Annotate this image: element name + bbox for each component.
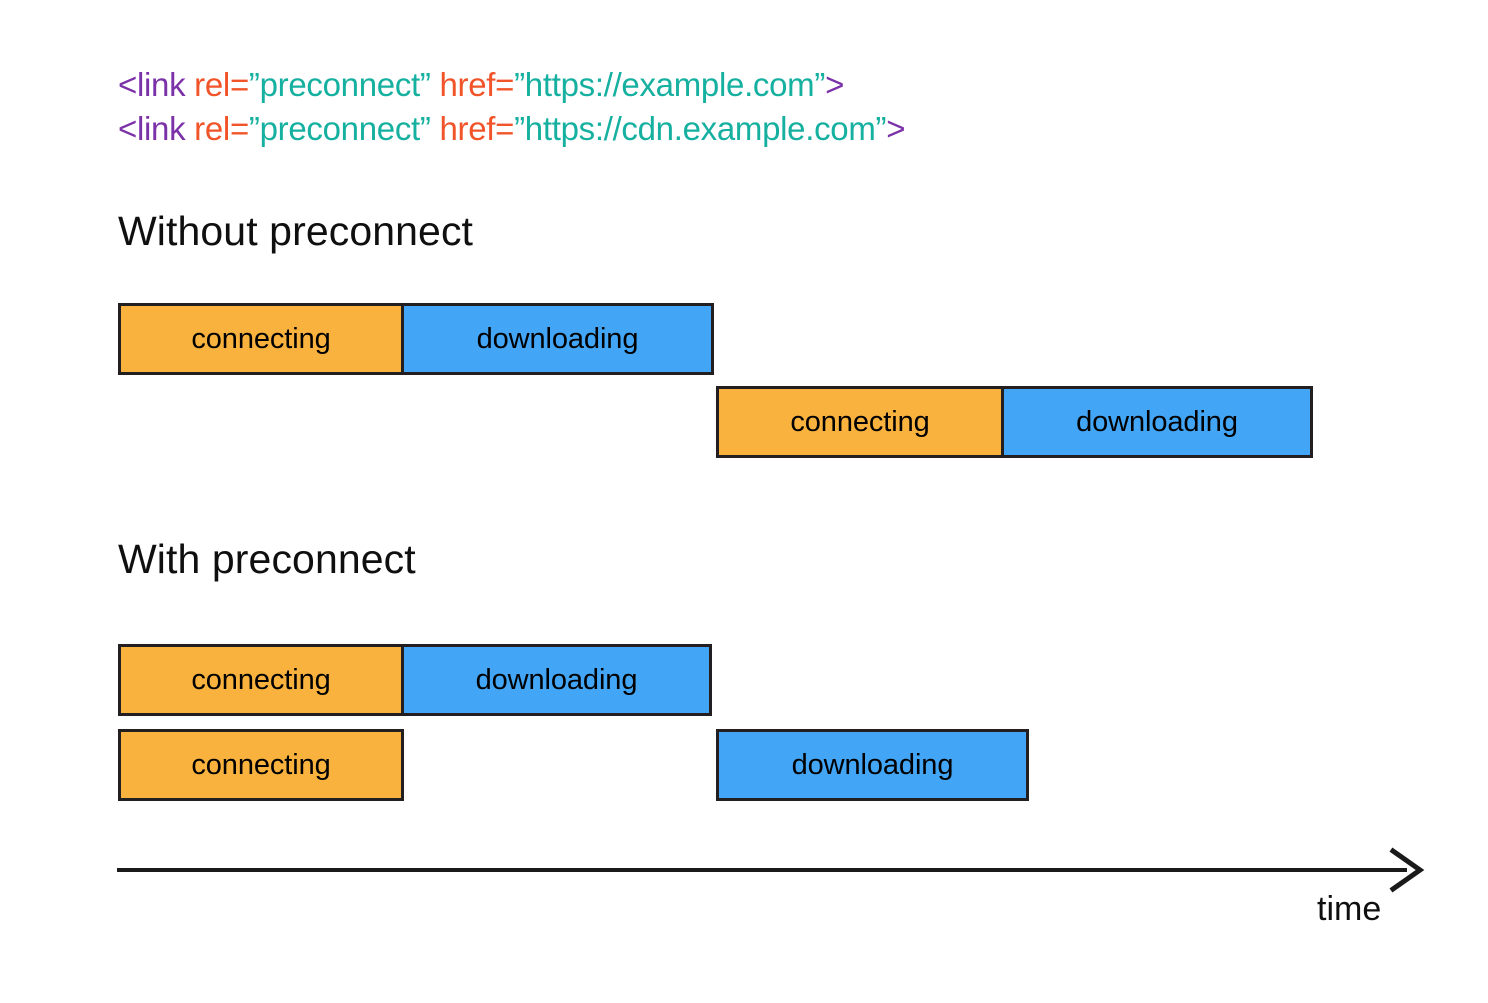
code-attr-rel-1: rel=: [185, 66, 249, 103]
bar-segment-downloading: downloading: [401, 644, 712, 716]
timeline-row-with-2-connecting: connecting: [118, 729, 404, 801]
code-tag-open-2: <link: [118, 110, 186, 147]
code-tag-close-2: >: [886, 110, 906, 147]
bar-segment-downloading: downloading: [716, 729, 1029, 801]
bar-segment-downloading: downloading: [1001, 386, 1313, 458]
timeline-row-with-2-downloading: downloading: [716, 729, 1029, 801]
bar-segment-connecting: connecting: [118, 729, 404, 801]
code-line-2: <link rel=”preconnect” href=”https://cdn…: [118, 107, 906, 151]
code-value-rel-1: ”preconnect”: [248, 66, 431, 103]
code-tag-close-1: >: [825, 66, 845, 103]
bar-segment-downloading: downloading: [401, 303, 714, 375]
bar-segment-connecting: connecting: [118, 303, 404, 375]
code-value-href-1: ”https://example.com”: [514, 66, 826, 103]
bar-segment-connecting: connecting: [118, 644, 404, 716]
code-attr-rel-2: rel=: [185, 110, 249, 147]
code-attr-href-1: href=: [430, 66, 515, 103]
code-value-href-2: ”https://cdn.example.com”: [514, 110, 887, 147]
timeline-row-without-1: connecting downloading: [118, 303, 714, 375]
time-axis-label: time: [1317, 890, 1382, 928]
timeline-row-with-1: connecting downloading: [118, 644, 712, 716]
bar-segment-connecting: connecting: [716, 386, 1004, 458]
time-axis: [110, 845, 1430, 905]
code-tag-open-1: <link: [118, 66, 186, 103]
section-title-without-preconnect: Without preconnect: [118, 208, 474, 254]
code-attr-href-2: href=: [430, 110, 515, 147]
timeline-row-without-2: connecting downloading: [716, 386, 1313, 458]
section-title-with-preconnect: With preconnect: [118, 536, 416, 582]
code-value-rel-2: ”preconnect”: [248, 110, 431, 147]
code-line-1: <link rel=”preconnect” href=”https://exa…: [118, 63, 905, 107]
code-snippet: <link rel=”preconnect” href=”https://exa…: [118, 63, 906, 151]
